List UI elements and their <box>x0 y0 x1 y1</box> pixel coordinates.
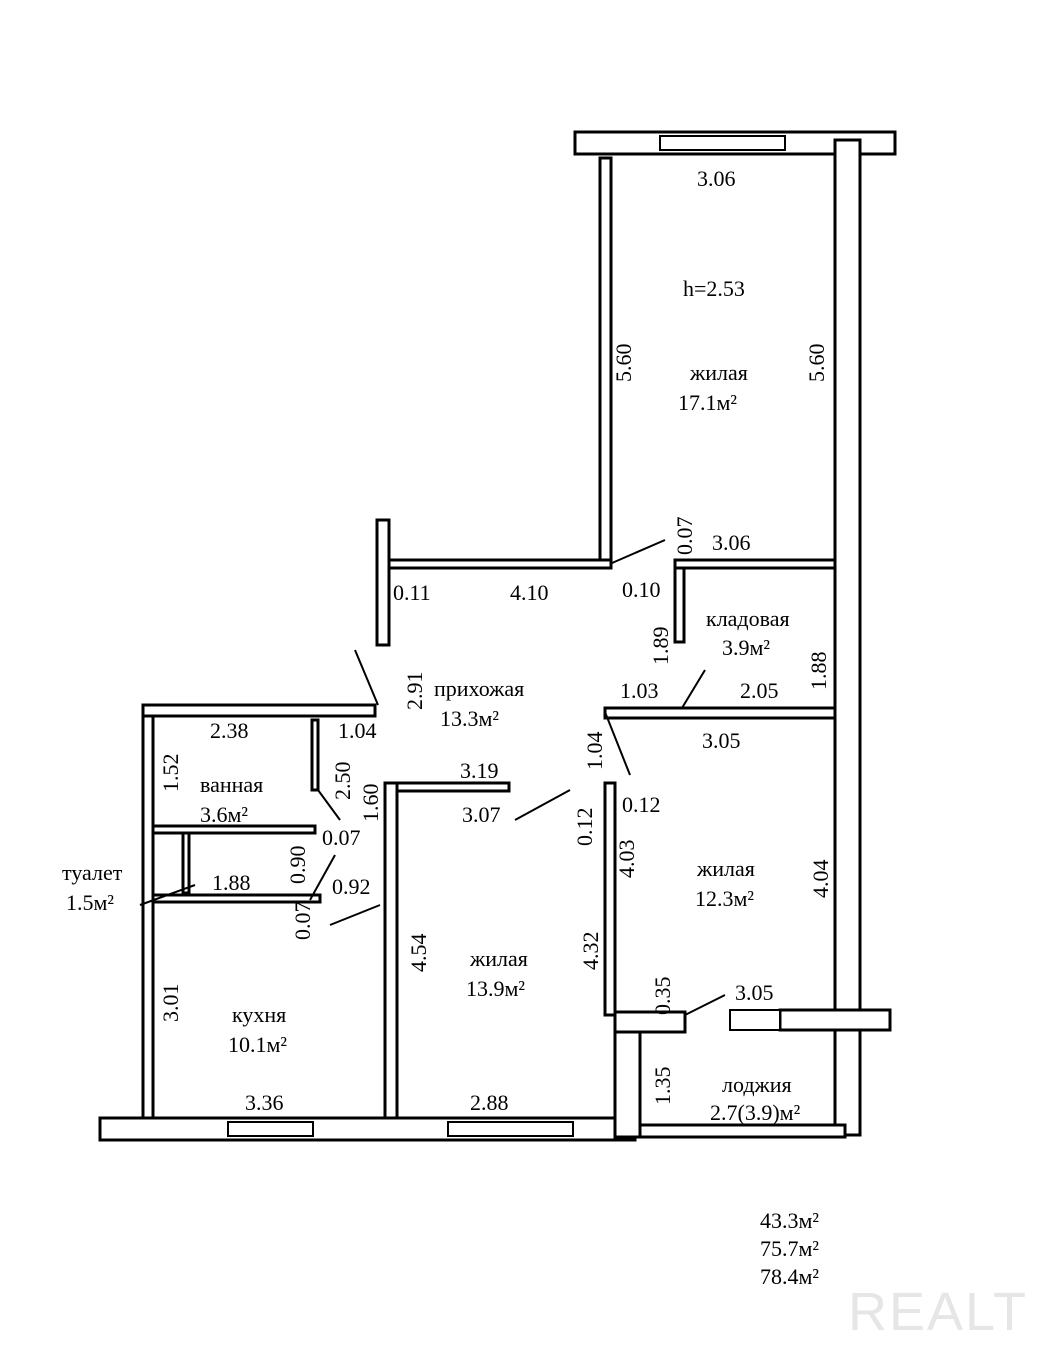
dimension: 0.10 <box>622 577 661 602</box>
dimension: 1.88 <box>212 870 251 895</box>
room-area-living3: 12.3м² <box>695 886 754 911</box>
ceiling-height: h=2.53 <box>683 276 745 301</box>
room-name-living3: жилая <box>696 856 755 881</box>
room-name-storage: кладовая <box>706 606 790 631</box>
watermark: REALT <box>848 1282 1028 1342</box>
room-name-kitchen: кухня <box>232 1002 286 1027</box>
dimension: 3.07 <box>462 802 501 827</box>
room-area-hallway: 13.3м² <box>440 706 499 731</box>
dimension: 1.35 <box>650 1067 675 1106</box>
dimension: 5.60 <box>804 344 829 383</box>
dimension: 0.90 <box>285 846 310 885</box>
dimension: 1.52 <box>158 754 183 793</box>
dimension: 4.54 <box>406 934 431 973</box>
dimension: 0.92 <box>332 874 371 899</box>
room-name-loggia: лоджия <box>722 1072 792 1097</box>
dimension: 2.05 <box>740 678 779 703</box>
dimension: 3.05 <box>735 980 774 1005</box>
dimension: 0.35 <box>650 977 675 1016</box>
dimension: 2.38 <box>210 718 249 743</box>
dimension: 5.60 <box>611 344 636 383</box>
dimension: 0.11 <box>393 580 431 605</box>
total-area-with-loggia: 78.4м² <box>760 1264 819 1289</box>
room-name-toilet: туалет <box>62 860 123 885</box>
dimension: 4.04 <box>808 860 833 899</box>
dimension: 3.01 <box>158 984 183 1023</box>
room-area-living1: 17.1м² <box>678 390 737 415</box>
dimension: 1.88 <box>806 652 831 691</box>
room-name-living2: жилая <box>469 946 528 971</box>
dimensions: 3.06 5.60 5.60 0.07 3.06 0.11 4.10 0.10 … <box>158 166 833 1115</box>
dimension: 4.32 <box>578 932 603 971</box>
dimension: 2.50 <box>330 762 355 801</box>
dimension: 2.91 <box>402 672 427 711</box>
dimension: 1.04 <box>338 718 377 743</box>
dimension: 1.60 <box>358 784 383 823</box>
dimension: 0.07 <box>672 517 697 556</box>
room-area-kitchen: 10.1м² <box>228 1032 287 1057</box>
dimension: 3.19 <box>460 758 499 783</box>
dimension: 2.88 <box>470 1090 509 1115</box>
dimension: 3.36 <box>245 1090 284 1115</box>
dimension: 4.03 <box>614 840 639 879</box>
dimension: 1.89 <box>648 627 673 666</box>
dimension: 1.04 <box>582 732 607 771</box>
room-name-living1: жилая <box>689 360 748 385</box>
room-area-toilet: 1.5м² <box>66 890 114 915</box>
dimension: 0.12 <box>572 808 597 847</box>
dimension: 0.12 <box>622 792 661 817</box>
walls <box>98 130 897 1142</box>
room-name-bath: ванная <box>200 772 263 797</box>
room-area-storage: 3.9м² <box>722 635 770 660</box>
dimension: 4.10 <box>510 580 549 605</box>
room-name-hallway: прихожая <box>434 676 524 701</box>
dimension: 3.05 <box>702 728 741 753</box>
room-area-living2: 13.9м² <box>466 976 525 1001</box>
room-area-bath: 3.6м² <box>200 802 248 827</box>
room-area-loggia: 2.7(3.9)м² <box>710 1100 801 1125</box>
dimension: 1.03 <box>620 678 659 703</box>
total-area: 75.7м² <box>760 1236 819 1261</box>
dimension: 3.06 <box>697 166 736 191</box>
dimension: 0.07 <box>322 825 361 850</box>
leader-lines <box>139 539 726 1016</box>
dimension: 3.06 <box>712 530 751 555</box>
dimension: 0.07 <box>290 902 315 941</box>
total-living-area: 43.3м² <box>760 1208 819 1233</box>
